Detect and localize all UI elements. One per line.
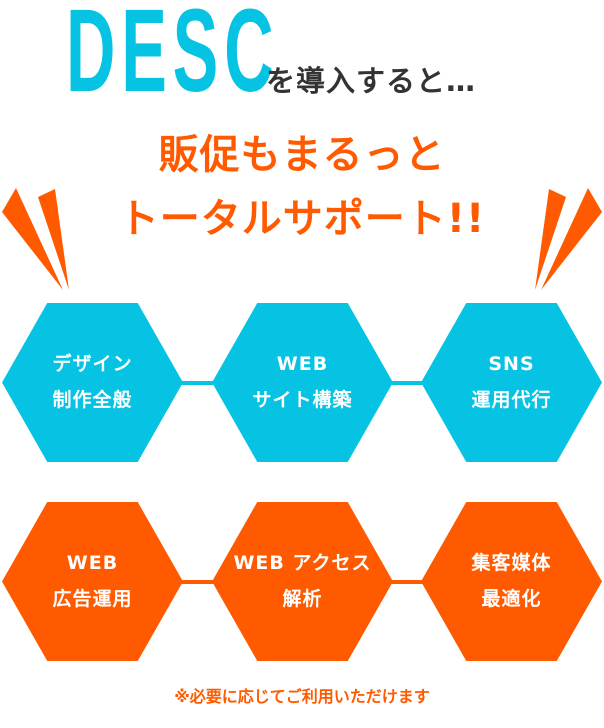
intro-text: を導入すると… [266,64,477,98]
service-hex-design: デザイン制作全般 [2,303,183,462]
brand-logo: DESC [66,0,280,117]
service-hex-web-analytics: WEB アクセス解析 [212,502,393,661]
right-spikes-icon [535,188,602,290]
service-hex-media-optimization: 集客媒体最適化 [421,502,602,661]
footnote: ※必要に応じてご利用いただけます [174,687,430,706]
left-spikes-icon [2,188,69,290]
headline-line1: 販促もまるっと [158,132,446,178]
headline-line2: トータルサポート!! [118,196,486,242]
